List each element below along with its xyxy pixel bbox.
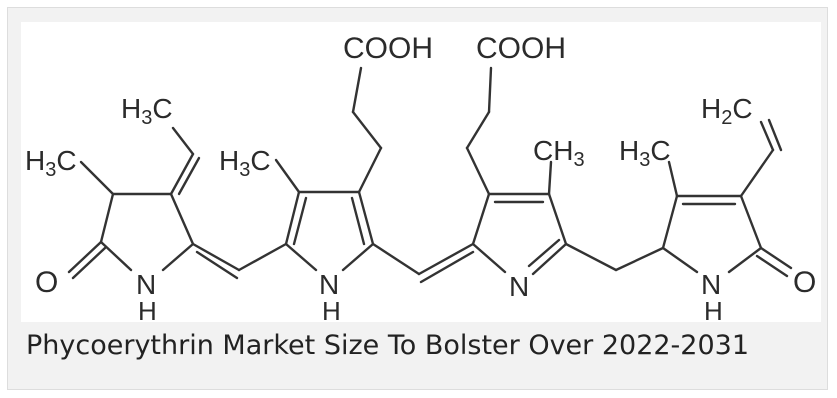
- phycoerythrin-structure: COOH COOH H3C H3C H3C CH3 H3C H2C O O N …: [25, 32, 816, 326]
- h2c-vinyl-label: H2C: [701, 93, 753, 129]
- ring3-nitrogen-label: N: [509, 271, 529, 302]
- ch3-ring3-label: CH3: [533, 135, 585, 171]
- structure-figure: COOH COOH H3C H3C H3C CH3 H3C H2C O O N …: [21, 22, 821, 326]
- h3c-ring4-label: H3C: [619, 135, 671, 171]
- ring2-nitrogen-label: N: [319, 269, 339, 300]
- ring1-nitrogen-label: N: [136, 269, 156, 300]
- image-card: COOH COOH H3C H3C H3C CH3 H3C H2C O O N …: [7, 7, 828, 390]
- h3c-ethylidene-label: H3C: [121, 93, 173, 129]
- h3c-ring1-label: H3C: [25, 145, 77, 181]
- cooh-right-label: COOH: [476, 32, 566, 65]
- figure-caption: Phycoerythrin Market Size To Bolster Ove…: [26, 330, 750, 361]
- oxygen-right-label: O: [793, 266, 816, 299]
- ring2-hydrogen-label: H: [322, 296, 341, 322]
- ring4-nitrogen-label: N: [701, 269, 721, 300]
- ring1-hydrogen-label: H: [138, 296, 157, 322]
- h3c-ring2-label: H3C: [219, 145, 271, 181]
- cooh-left-label: COOH: [343, 32, 433, 65]
- oxygen-left-label: O: [35, 266, 58, 299]
- ring4-hydrogen-label: H: [704, 296, 723, 322]
